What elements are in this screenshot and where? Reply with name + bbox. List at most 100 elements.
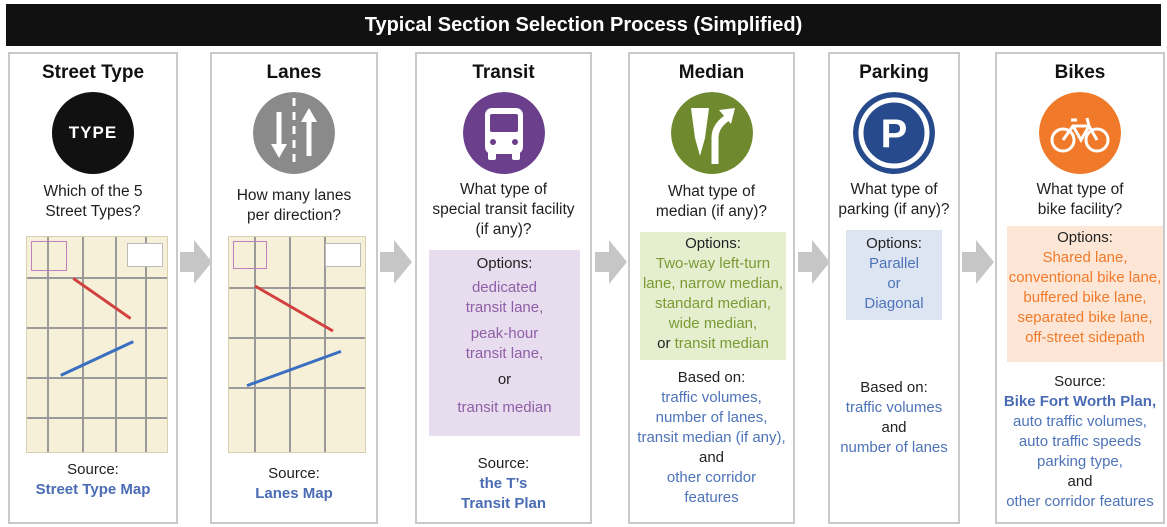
options-label: Options: (476, 255, 533, 272)
panel-title: Lanes (266, 62, 322, 83)
question-line: median (if any)? (655, 203, 768, 220)
source-item: auto traffic volumes, (1013, 413, 1147, 430)
flow-arrow (180, 240, 212, 284)
based-on-item: features (684, 489, 739, 506)
source-name: Lanes Map (255, 485, 333, 502)
panel-street-type: Street Type TYPE Which of the 5 Street T… (8, 52, 178, 524)
source-label: Source: (1054, 373, 1106, 390)
source: Source: Bike Fort Worth Plan, auto traff… (997, 372, 1163, 512)
question-line: What type of (459, 181, 547, 198)
based-on: Based on: traffic volumes and number of … (830, 378, 958, 458)
option-item: wide median, (668, 315, 758, 332)
panel-title: Bikes (1054, 62, 1106, 83)
based-on-item: number of lanes, (655, 409, 768, 426)
lanes-icon (253, 92, 335, 174)
question-line: Street Types? (45, 203, 141, 220)
question-line: bike facility? (1037, 201, 1123, 218)
option-item: standard median, (655, 295, 771, 312)
source-label: Source: (268, 465, 320, 482)
panel-median: Median What type of median (if any)? Opt… (628, 52, 795, 524)
option-last-line: or transit median (640, 334, 786, 354)
source-item: parking type, (1037, 453, 1123, 470)
options-box: Options: Two-way left-turn lane, narrow … (640, 232, 786, 360)
question: How many lanes per direction? (212, 186, 376, 226)
question-line: What type of (1036, 181, 1124, 198)
parking-letter: P (881, 112, 908, 156)
option-item: separated bike lane, (1017, 309, 1153, 326)
type-badge-icon: TYPE (52, 92, 134, 174)
source-item: other corridor features (1006, 493, 1154, 510)
source-label: Source: (477, 455, 530, 472)
option-item: transit median (457, 399, 552, 416)
question-line: What type of (667, 183, 755, 200)
source-connector: and (1067, 473, 1093, 490)
based-on-connector: and (698, 449, 725, 466)
flow-arrow (595, 240, 627, 284)
median-icon (670, 92, 753, 174)
option-item: dedicated (471, 279, 538, 296)
question-line: (if any)? (475, 221, 532, 238)
panel-title: Parking (859, 62, 929, 83)
option-item: transit lane, (465, 299, 544, 316)
panel-title: Street Type (41, 62, 145, 83)
question: What type of median (if any)? (630, 182, 793, 222)
option-item: Shared lane, (1042, 249, 1128, 266)
question-line: How many lanes (236, 187, 352, 204)
option-item: lane, narrow median, (642, 275, 784, 292)
option-item: Diagonal (864, 295, 924, 312)
option-item: Parallel (868, 255, 920, 272)
source-item: auto traffic speeds (1018, 433, 1142, 450)
based-on: Based on: traffic volumes, number of lan… (630, 368, 793, 508)
flow-arrow (380, 240, 412, 284)
options-box: Options: dedicated transit lane, peak-ho… (429, 250, 580, 436)
street-type-map-thumbnail (26, 236, 168, 453)
options-box: Options: Parallel or Diagonal (846, 230, 942, 320)
option-connector: or (887, 275, 901, 292)
based-on-label: Based on: (677, 369, 746, 386)
options-label: Options: (685, 235, 741, 252)
question-line: What type of (850, 181, 938, 198)
based-on-connector: and (881, 419, 907, 436)
source-name: Transit Plan (460, 495, 547, 512)
question: What type of bike facility? (997, 180, 1163, 220)
flow-arrow (962, 240, 994, 284)
based-on-item: number of lanes (840, 439, 948, 456)
based-on-item: transit median (if any), (637, 429, 786, 446)
panel-bikes: Bikes What type of bike facility? Option… (995, 52, 1165, 524)
panel-transit: Transit What type of special transit fac… (415, 52, 592, 524)
based-on-item: traffic volumes (845, 399, 943, 416)
option-connector: or (497, 371, 512, 388)
option-connector: or (657, 335, 671, 352)
option-item: transit lane, (465, 345, 544, 362)
source-name: the T’s (479, 475, 528, 492)
bus-icon (462, 92, 545, 174)
question: What type of special transit facility (i… (417, 180, 590, 240)
option-item: buffered bike lane, (1023, 289, 1147, 306)
option-item: conventional bike lane, (1008, 269, 1162, 286)
question-line: parking (if any)? (838, 201, 950, 218)
based-on-item: traffic volumes, (661, 389, 762, 406)
option-item: Two-way left-turn (655, 255, 771, 272)
panel-parking: Parking P What type of parking (if any)?… (828, 52, 960, 524)
question: What type of parking (if any)? (830, 180, 958, 220)
based-on-label: Based on: (860, 379, 928, 396)
question-line: special transit facility (432, 201, 575, 218)
question-line: per direction? (247, 207, 341, 224)
options-label: Options: (1057, 229, 1113, 246)
source-label: Source: (67, 461, 119, 478)
parking-icon: P (853, 92, 935, 174)
source: Source: Street Type Map (10, 460, 176, 500)
options-box: Options: Shared lane, conventional bike … (1007, 226, 1163, 362)
based-on-item: other corridor (666, 469, 757, 486)
option-item: peak-hour (470, 325, 539, 342)
source-name: Street Type Map (35, 481, 151, 498)
flow-arrow (798, 240, 830, 284)
panel-lanes: Lanes How many lanes per direction? Sour… (210, 52, 378, 524)
question: Which of the 5 Street Types? (10, 182, 176, 222)
source-name: Bike Fort Worth Plan, (1003, 393, 1157, 410)
options-label: Options: (866, 235, 922, 252)
type-badge-text: TYPE (68, 123, 118, 142)
source: Source: Lanes Map (212, 464, 376, 504)
option-item: transit median (674, 335, 769, 352)
bicycle-icon (1039, 92, 1121, 174)
